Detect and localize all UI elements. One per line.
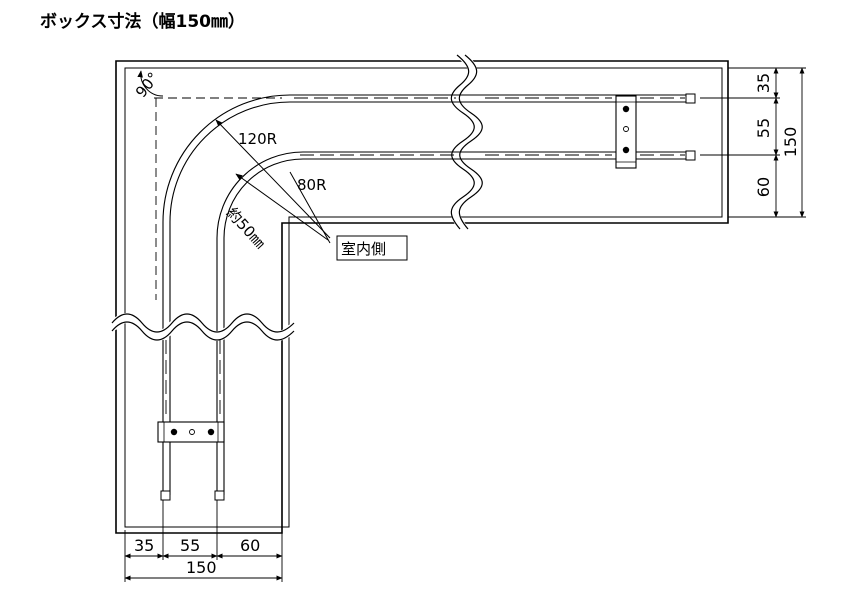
dim-right-2: 55 <box>754 118 773 138</box>
pipe-inner <box>216 151 690 495</box>
radius-outer-label: 120R <box>238 130 277 148</box>
page-title: ボックス寸法（幅150㎜） <box>40 11 245 32</box>
radius-leaders <box>215 119 331 244</box>
dimension-right <box>700 67 806 218</box>
angle-mark: 90° <box>132 69 164 101</box>
approx-label: 約50㎜ <box>223 204 269 253</box>
dim-bottom-3: 60 <box>240 536 260 555</box>
dim-bottom-2: 55 <box>180 536 200 555</box>
angle-label: 90° <box>132 69 163 101</box>
bracket-right <box>615 95 637 169</box>
center-lines <box>154 97 685 420</box>
dim-right-total: 150 <box>781 127 800 158</box>
pipe-end-caps <box>160 93 696 501</box>
dim-bottom-1: 35 <box>134 536 154 555</box>
pipe-outer <box>162 94 690 495</box>
break-line-horizontal <box>108 313 298 341</box>
dimension-bottom <box>124 500 283 582</box>
indoor-label-box <box>336 235 408 261</box>
indoor-label: 室内側 <box>341 240 386 258</box>
dim-right-1: 35 <box>754 73 773 93</box>
bracket-bottom <box>157 421 225 443</box>
radius-inner-label: 80R <box>297 176 327 194</box>
dim-bottom-total: 150 <box>186 558 217 577</box>
break-line-vertical <box>450 51 483 232</box>
dim-right-3: 60 <box>754 177 773 197</box>
